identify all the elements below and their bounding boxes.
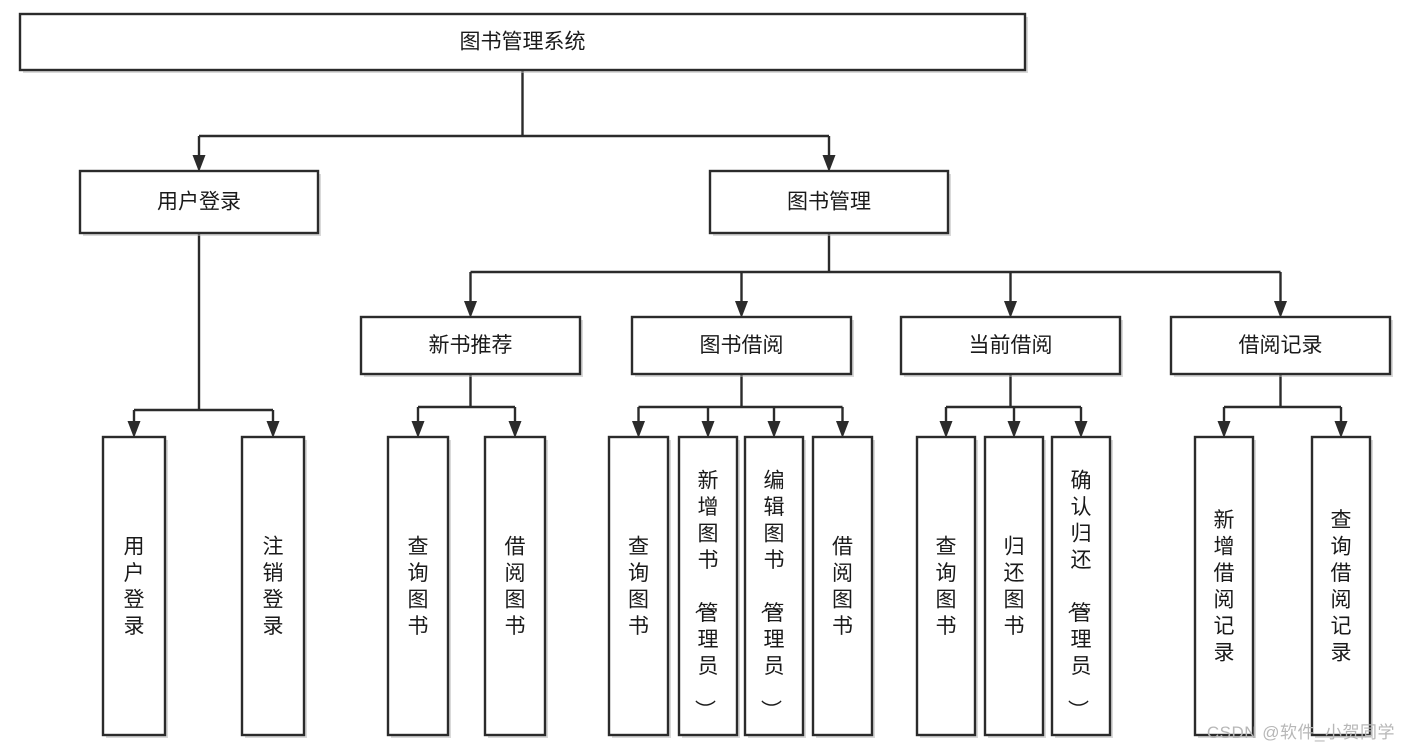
node-label: 查询图书: [408, 536, 429, 639]
node-rect[interactable]: [1310, 435, 1372, 737]
node-label: 用户登录: [157, 191, 241, 214]
node-rect[interactable]: [240, 435, 306, 737]
node-label: 查询图书: [936, 536, 957, 639]
node-rect[interactable]: [899, 315, 1122, 376]
node-leaf-bo-edit[interactable]: 编辑图书（管理员）: [743, 435, 806, 738]
node-label: 借阅图书: [505, 536, 526, 639]
node-rect[interactable]: [983, 435, 1045, 737]
node-label: 新增借阅记录: [1214, 509, 1235, 665]
node-label: 借阅记录: [1239, 334, 1323, 357]
node-login[interactable]: 用户登录: [78, 169, 321, 236]
node-label: 借阅图书: [832, 536, 853, 639]
node-label: 图书借阅: [700, 334, 784, 357]
node-rect[interactable]: [630, 315, 853, 376]
node-rect[interactable]: [1193, 435, 1255, 737]
node-records[interactable]: 借阅记录: [1169, 315, 1393, 377]
node-rect[interactable]: [607, 435, 670, 737]
node-label: 新书推荐: [429, 334, 513, 357]
node-rect[interactable]: [915, 435, 977, 737]
node-bookmgmt[interactable]: 图书管理: [708, 169, 951, 236]
node-rect[interactable]: [708, 169, 950, 235]
node-leaf-cu-confirm[interactable]: 确认归还（管理员）: [1050, 435, 1113, 738]
node-leaf-bo-borrow[interactable]: 借阅图书: [811, 435, 875, 738]
node-rect[interactable]: [811, 435, 874, 737]
node-borrow[interactable]: 图书借阅: [630, 315, 854, 377]
csdn-watermark: CSDN @软件_小贺同学: [1206, 723, 1395, 742]
node-label: 图书管理: [787, 191, 871, 214]
node-label: 图书管理系统: [460, 31, 586, 54]
node-label: 注销登录: [263, 536, 284, 639]
node-rect[interactable]: [1169, 315, 1392, 376]
node-label: 查询借阅记录: [1331, 509, 1352, 665]
node-leaf-cu-return[interactable]: 归还图书: [983, 435, 1046, 738]
node-current[interactable]: 当前借阅: [899, 315, 1123, 377]
node-rect[interactable]: [743, 435, 805, 737]
node-label: 归还图书: [1004, 536, 1025, 639]
node-rect[interactable]: [483, 435, 547, 737]
node-leaf-bo-query[interactable]: 查询图书: [607, 435, 671, 738]
node-rect[interactable]: [359, 315, 582, 376]
node-leaf-bo-add[interactable]: 新增图书（管理员）: [677, 435, 740, 738]
node-leaf-nb-borrow[interactable]: 借阅图书: [483, 435, 548, 738]
node-rect[interactable]: [677, 435, 739, 737]
node-newbook[interactable]: 新书推荐: [359, 315, 583, 377]
node-label: 用户登录: [124, 536, 145, 639]
node-leaf-re-add[interactable]: 新增借阅记录: [1193, 435, 1256, 738]
node-rect[interactable]: [18, 12, 1027, 72]
node-rect[interactable]: [101, 435, 167, 737]
node-label: 确认归还（管理员）: [1066, 469, 1092, 720]
edges-layer: [127, 70, 1348, 438]
node-label: 当前借阅: [969, 334, 1053, 357]
node-rect[interactable]: [78, 169, 320, 235]
node-root[interactable]: 图书管理系统: [18, 12, 1028, 73]
node-label: 新增图书（管理员）: [693, 469, 719, 720]
node-rect[interactable]: [386, 435, 450, 737]
node-rect[interactable]: [1050, 435, 1112, 737]
node-label: 编辑图书（管理员）: [759, 469, 785, 720]
nodes-layer: 图书管理系统用户登录图书管理新书推荐图书借阅当前借阅借阅记录用户登录注销登录查询…: [18, 12, 1393, 738]
node-label: 查询图书: [628, 536, 649, 639]
node-leaf-nb-query[interactable]: 查询图书: [386, 435, 451, 738]
node-leaf-re-query[interactable]: 查询借阅记录: [1310, 435, 1373, 738]
node-leaf-cu-query[interactable]: 查询图书: [915, 435, 978, 738]
node-leaf-userlogin[interactable]: 用户登录: [101, 435, 168, 738]
node-leaf-logout[interactable]: 注销登录: [240, 435, 307, 738]
